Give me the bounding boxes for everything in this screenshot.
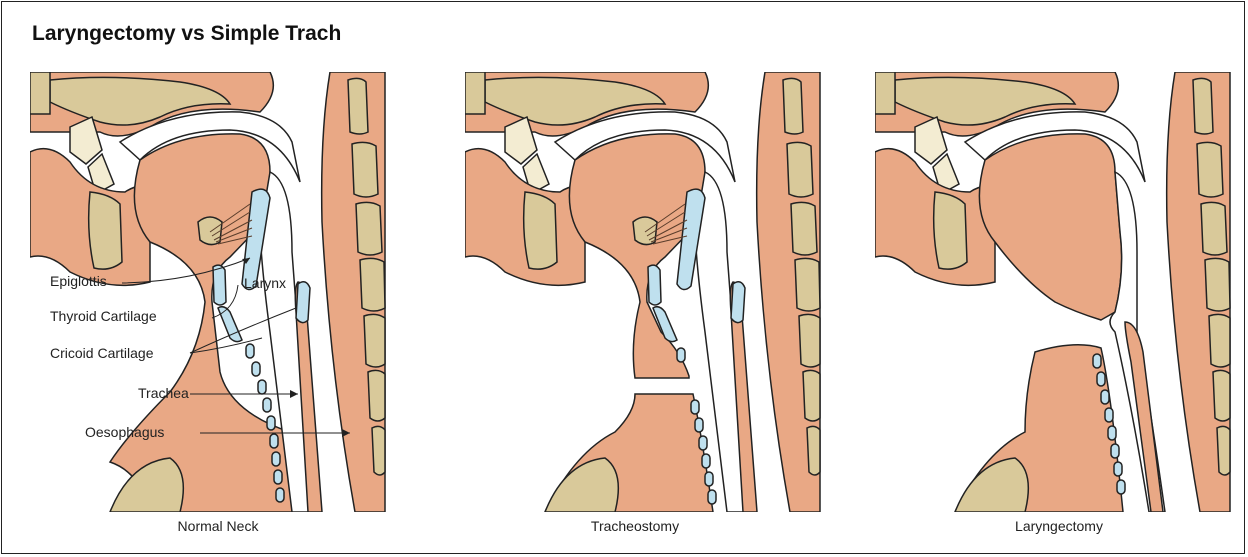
label-oesophagus: Oesophagus: [85, 424, 164, 440]
label-larynx: Larynx: [244, 275, 286, 291]
label-thyroid-cartilage: Thyroid Cartilage: [50, 308, 157, 324]
label-trachea: Trachea: [138, 385, 189, 401]
label-epiglottis: Epiglottis: [50, 273, 107, 289]
label-cricoid-cartilage: Cricoid Cartilage: [50, 345, 153, 361]
caption-normal-neck: Normal Neck: [88, 518, 348, 534]
caption-tracheostomy: Tracheostomy: [505, 518, 765, 534]
caption-laryngectomy: Laryngectomy: [929, 518, 1189, 534]
